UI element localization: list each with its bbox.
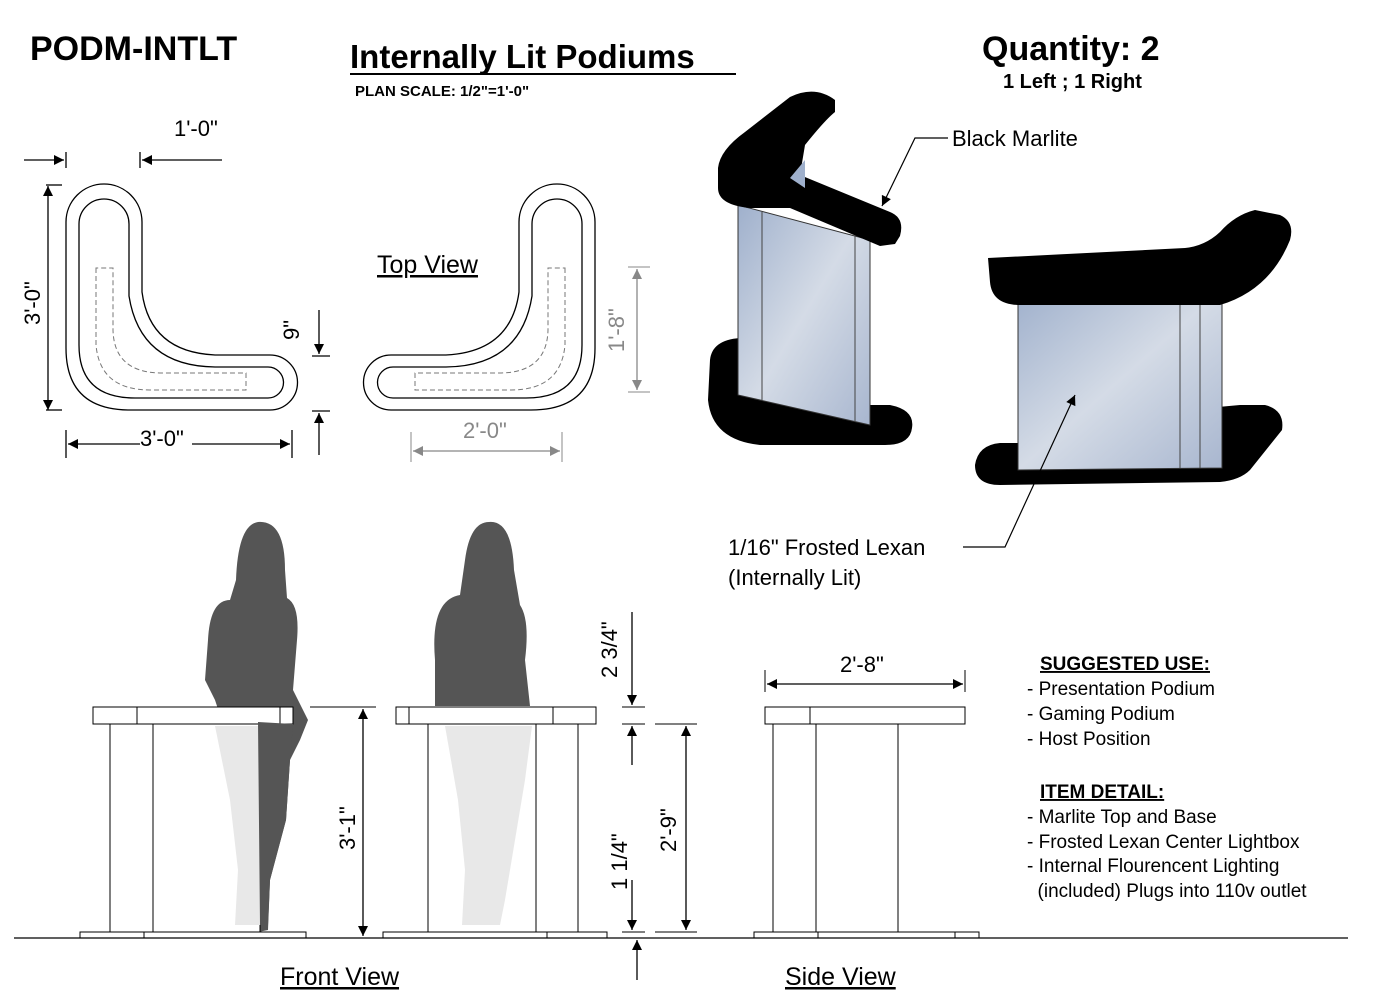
front-view-podium-right xyxy=(382,521,608,939)
quantity-detail: 1 Left ; 1 Right xyxy=(1003,71,1142,93)
elevation-dimensions: 3'-1" 2 3/4" 1 1/4" 2'-9" 2'-8" Front Vi… xyxy=(280,612,966,991)
item-detail-line: - Frosted Lexan Center Lightbox xyxy=(1027,832,1300,853)
dim-column-height: 2'-9" xyxy=(656,808,681,852)
dim-side-width: 2'-8" xyxy=(840,652,884,677)
callout-black-marlite: Black Marlite xyxy=(952,126,1078,151)
dim-width-top: 1'-0" xyxy=(174,116,218,141)
dim-total-height: 3'-1" xyxy=(335,806,360,850)
render-callouts: Black Marlite 1/16" Frosted Lexan (Inter… xyxy=(728,126,1078,590)
quantity: Quantity: 2 xyxy=(982,30,1160,68)
page-title: Internally Lit Podiums xyxy=(350,38,695,75)
suggested-use-title: SUGGESTED USE: xyxy=(1040,654,1210,675)
callout-internally-lit: (Internally Lit) xyxy=(728,565,861,590)
dim-width-bottom: 3'-0" xyxy=(140,426,184,451)
suggested-use-item: - Gaming Podium xyxy=(1027,704,1175,725)
plan-dimensions: 1'-0" 3'-0" 3'-0" 9" Top View 1'-8" 2'-0… xyxy=(20,116,650,462)
dim-height-left: 3'-0" xyxy=(20,281,45,325)
dim-depth: 9" xyxy=(279,320,304,340)
item-detail-title: ITEM DETAIL: xyxy=(1040,782,1164,803)
callout-frosted-lexan: 1/16" Frosted Lexan xyxy=(728,535,925,560)
front-view-podium-left xyxy=(79,521,308,939)
render-podium-left xyxy=(708,91,913,445)
item-detail-line: - Marlite Top and Base xyxy=(1027,807,1217,828)
suggested-use-item: - Presentation Podium xyxy=(1027,679,1215,700)
plan-left-podium xyxy=(65,183,299,411)
front-view-label: Front View xyxy=(280,963,400,991)
render-podium-right xyxy=(975,210,1292,485)
notes: SUGGESTED USE: - Presentation Podium - G… xyxy=(1027,654,1307,902)
plan-right-podium xyxy=(362,183,596,411)
item-detail-line: (included) Plugs into 110v outlet xyxy=(1027,881,1307,902)
dim-width-right: 2'-0" xyxy=(463,418,507,443)
product-code: PODM-INTLT xyxy=(30,30,237,68)
top-view-label: Top View xyxy=(377,251,479,279)
dim-top-thickness: 2 3/4" xyxy=(597,621,622,678)
plan-scale: PLAN SCALE: 1/2"=1'-0" xyxy=(355,83,529,100)
dim-base-thickness: 1 1/4" xyxy=(607,833,632,890)
item-detail-line: - Internal Flourencent Lighting xyxy=(1027,856,1279,877)
side-view-podium xyxy=(753,706,980,939)
dim-height-right: 1'-8" xyxy=(604,308,629,352)
suggested-use-item: - Host Position xyxy=(1027,729,1151,750)
side-view-label: Side View xyxy=(785,963,897,991)
